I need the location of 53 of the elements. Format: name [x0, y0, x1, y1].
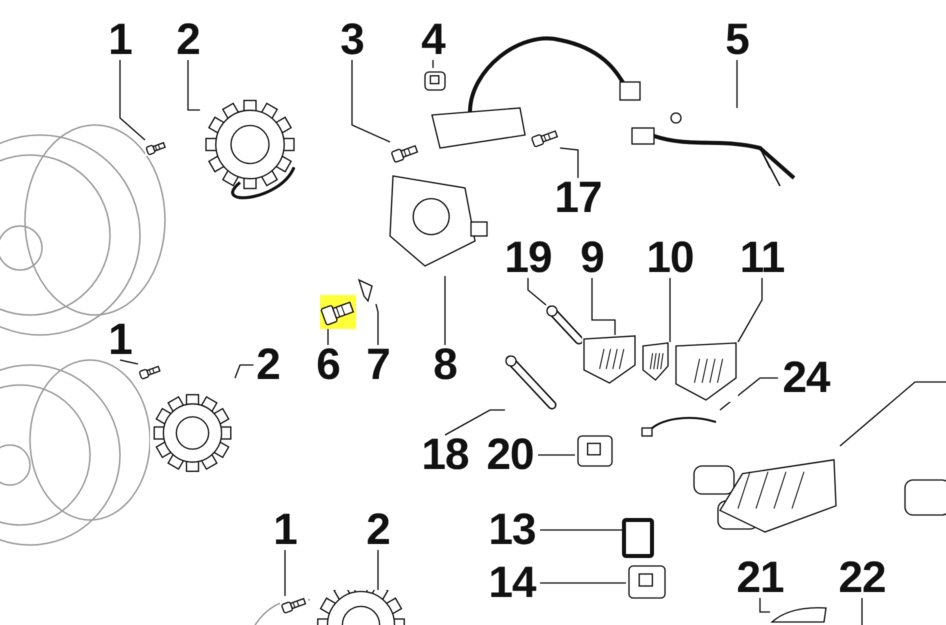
- callout-number: 19: [500, 238, 556, 278]
- callout-number: 9: [578, 238, 606, 278]
- leader-line: [234, 364, 254, 378]
- leader-line: [591, 278, 616, 335]
- callout-number: 1: [270, 510, 300, 550]
- leader-line: [187, 60, 200, 111]
- callout-number: 11: [734, 238, 790, 278]
- leader-line: [119, 60, 146, 140]
- callout-number: 7: [364, 345, 392, 385]
- callout-number: 13: [484, 510, 540, 550]
- callout-number: 2: [254, 345, 282, 385]
- callout-number: 4: [418, 20, 448, 60]
- leader-line: [560, 147, 579, 178]
- callout-number: 21: [732, 558, 788, 598]
- callout-number: 2: [364, 510, 392, 550]
- callout-number: 2: [174, 20, 202, 60]
- callout-number: 24: [778, 358, 834, 398]
- leader-line: [669, 278, 671, 342]
- leader-line: [540, 582, 626, 584]
- callout-number: 14: [484, 563, 540, 603]
- leader-line: [840, 381, 946, 446]
- leader-line: [527, 278, 546, 306]
- leader-line: [737, 278, 763, 342]
- leader-line: [327, 329, 329, 345]
- callout-number: 18: [417, 435, 473, 475]
- leader-line: [444, 409, 505, 436]
- callout-number: 8: [430, 345, 460, 385]
- gasket-drawing: [622, 518, 654, 558]
- leader-line: [720, 377, 778, 410]
- leader-line: [861, 598, 863, 625]
- callout-number: 6: [314, 345, 342, 385]
- leader-line: [444, 276, 446, 345]
- connector-drawing: [641, 342, 670, 382]
- module-drawing: [582, 335, 637, 385]
- module-drawing: [674, 342, 738, 402]
- leader-line: [538, 454, 575, 456]
- leader-line: [540, 529, 622, 531]
- callout-number: 1: [106, 20, 134, 60]
- callout-number: 1: [106, 320, 134, 360]
- leader-line: [375, 304, 379, 345]
- leader-line: [284, 550, 286, 596]
- callout-number: 17: [550, 178, 606, 218]
- callout-number: 5: [722, 20, 752, 60]
- callout-number: 22: [834, 558, 890, 598]
- leader-line: [759, 598, 770, 613]
- leader-line: [120, 359, 138, 365]
- leader-line: [736, 60, 738, 108]
- leader-line: [351, 60, 390, 143]
- callout-number: 10: [642, 238, 698, 278]
- leader-line: [377, 550, 379, 590]
- callout-number: 20: [482, 435, 538, 475]
- screw-drawing: [320, 295, 356, 329]
- callout-number: 3: [338, 20, 366, 60]
